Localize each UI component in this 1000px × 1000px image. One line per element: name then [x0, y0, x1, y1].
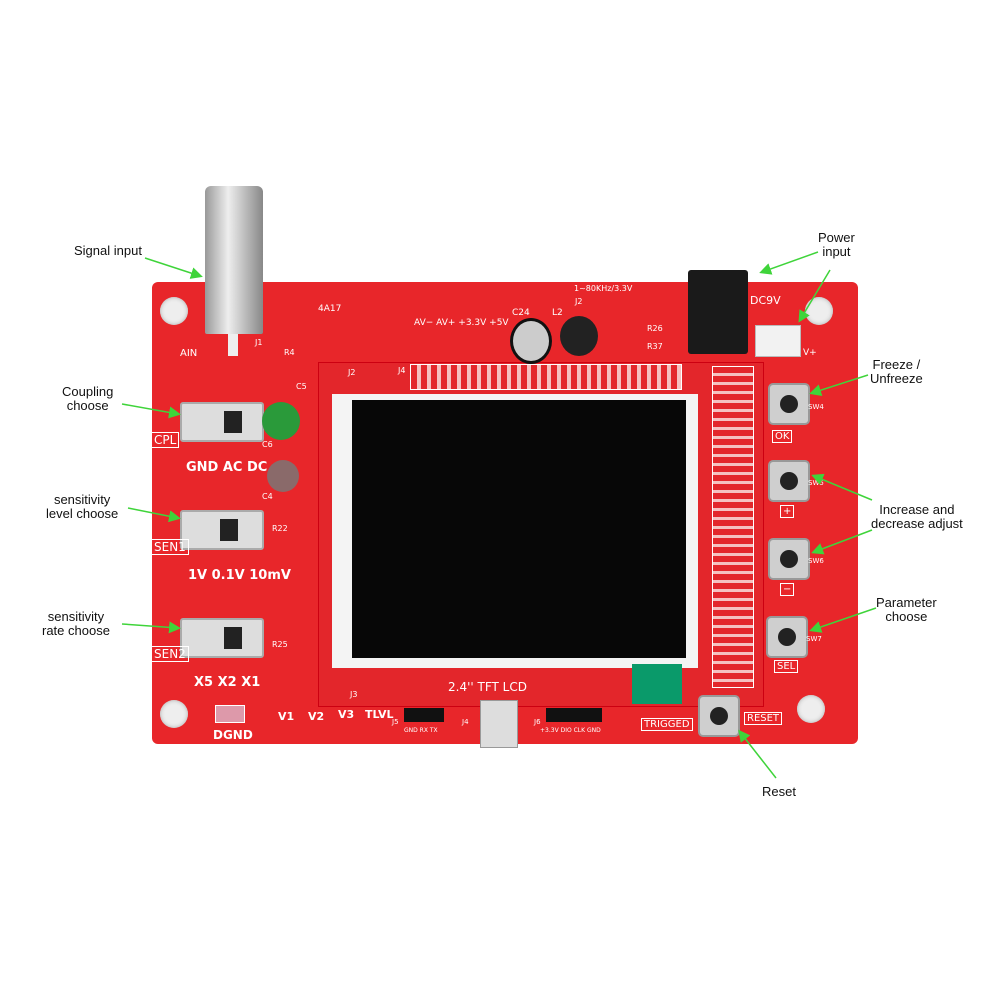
c24-ref: C24	[512, 308, 530, 318]
bnc-connector[interactable]	[205, 186, 263, 334]
annotation-inc-dec: Increase and decrease adjust	[871, 502, 963, 531]
arrow-freeze	[809, 374, 869, 396]
rate-options: X5 X2 X1	[194, 675, 261, 690]
c5-ref: C5	[296, 382, 307, 391]
trigged-label: TRIGGED	[641, 718, 693, 731]
ok-label: OK	[772, 430, 793, 443]
j2-lcd-ref: J2	[348, 368, 356, 377]
mount-hole	[160, 297, 188, 325]
vplus-label: V+	[803, 348, 817, 358]
rev-label: 4A17	[318, 304, 342, 314]
r37-ref: R37	[647, 342, 663, 351]
capacitor-c24	[510, 318, 552, 364]
j5-header	[404, 708, 444, 722]
dc-power-jack[interactable]	[688, 270, 748, 354]
bnc-pin	[228, 334, 238, 356]
sw6-label: SW6	[808, 557, 824, 565]
arrow-coupling	[121, 403, 181, 419]
sen2-label: SEN2	[151, 646, 189, 662]
j3-ref: J3	[350, 690, 358, 699]
test-point-tlvl: TLVL	[365, 708, 394, 721]
reset-button[interactable]	[700, 697, 738, 735]
arrow-sens-level	[127, 507, 181, 523]
sen1-label: SEN1	[151, 539, 189, 555]
annotation-freeze: Freeze / Unfreeze	[870, 357, 923, 386]
pin-header-top	[410, 364, 682, 390]
test-point-v3: V3	[338, 708, 355, 721]
lcd-screen	[352, 400, 686, 658]
annotation-reset: Reset	[762, 784, 796, 799]
dgnd-header	[215, 705, 245, 723]
test-point-v1: V1	[278, 710, 295, 723]
annotation-power-input: Power input	[818, 230, 855, 259]
r22-ref: R22	[272, 524, 288, 533]
select-button-sw7[interactable]	[768, 618, 806, 656]
ain-label: AIN	[180, 348, 198, 359]
minus-label: −	[780, 583, 795, 596]
annotation-coupling: Coupling choose	[62, 384, 114, 413]
sw4-label: SW4	[808, 403, 824, 411]
j5-pins: GND RX TX	[404, 727, 438, 734]
j2-ref: J2	[575, 297, 583, 306]
decrease-button-sw6[interactable]	[770, 540, 808, 578]
j1-ref: J1	[255, 338, 263, 347]
j6-ref: J6	[534, 718, 541, 726]
dgnd-label: DGND	[213, 728, 253, 742]
sw7-label: SW7	[806, 635, 822, 643]
coupling-switch[interactable]	[180, 402, 264, 442]
arrow-signal-input	[144, 257, 203, 279]
coupling-options: GND AC DC	[186, 460, 268, 475]
j6-pins: +3.3V DIO CLK GND	[540, 727, 601, 734]
arrow-decrease	[811, 529, 873, 555]
reset-label: RESET	[744, 712, 783, 725]
trimmer-capacitor[interactable]	[262, 402, 300, 440]
annotation-parameter: Parameter choose	[876, 595, 937, 624]
test-point-v2: V2	[308, 710, 325, 723]
lcd-label: 2.4'' TFT LCD	[448, 680, 527, 694]
power-pins-label: AV− AV+ +3.3V +5V	[414, 318, 509, 328]
sensitivity-level-switch[interactable]	[180, 510, 264, 550]
annotation-sens-rate: sensitivity rate choose	[42, 609, 110, 638]
dc9v-label: DC9V	[750, 294, 781, 307]
r26-ref: R26	[647, 324, 663, 333]
l2-ref: L2	[552, 308, 563, 318]
j6-header	[546, 708, 602, 722]
lcd-flex-strip	[632, 664, 682, 704]
arrow-parameter	[809, 607, 877, 633]
power-connector[interactable]	[755, 325, 801, 357]
arrow-power-input	[759, 251, 819, 275]
j4-ref: J4	[398, 366, 406, 375]
annotation-signal-input: Signal input	[74, 243, 142, 258]
r4-ref: R4	[284, 348, 295, 357]
inductor-l2	[560, 316, 598, 356]
arrow-power-connector	[798, 269, 831, 323]
r25-ref: R25	[272, 640, 288, 649]
arrow-increase	[811, 473, 873, 501]
frequency-label: 1~80KHz/3.3V	[574, 284, 633, 293]
sensitivity-rate-switch[interactable]	[180, 618, 264, 658]
usb-port[interactable]	[480, 700, 518, 748]
sel-label: SEL	[774, 660, 799, 673]
c4-ref: C4	[262, 492, 273, 501]
mount-hole	[160, 700, 188, 728]
cpl-label: CPL	[151, 432, 180, 448]
plus-label: +	[780, 505, 795, 518]
freeze-button-sw4[interactable]	[770, 385, 808, 423]
j5-ref: J5	[392, 718, 399, 726]
j4-usb-ref: J4	[462, 718, 469, 726]
annotation-sens-level: sensitivity level choose	[46, 492, 119, 521]
c6-ref: C6	[262, 440, 273, 449]
arrow-sens-rate	[121, 621, 181, 634]
pin-header-right	[712, 366, 754, 688]
increase-button-sw5[interactable]	[770, 462, 808, 500]
level-options: 1V 0.1V 10mV	[188, 568, 291, 583]
mount-hole	[797, 695, 825, 723]
arrow-reset	[738, 729, 777, 779]
trimmer-capacitor[interactable]	[267, 460, 299, 492]
